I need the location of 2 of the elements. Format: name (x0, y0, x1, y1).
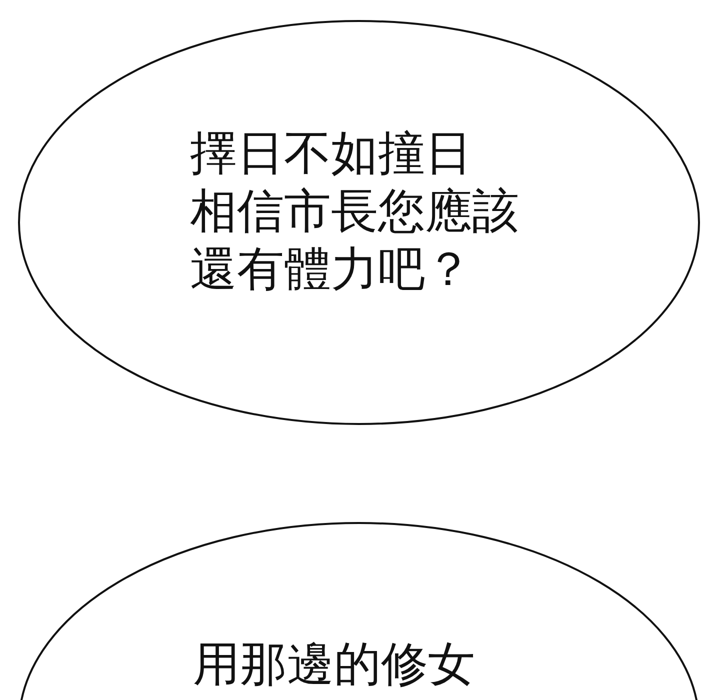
speech-text: 擇日不如撞日相信市長您應該還有體力吧？ (190, 125, 519, 299)
speech-text: 用那邊的修女 (193, 636, 475, 694)
